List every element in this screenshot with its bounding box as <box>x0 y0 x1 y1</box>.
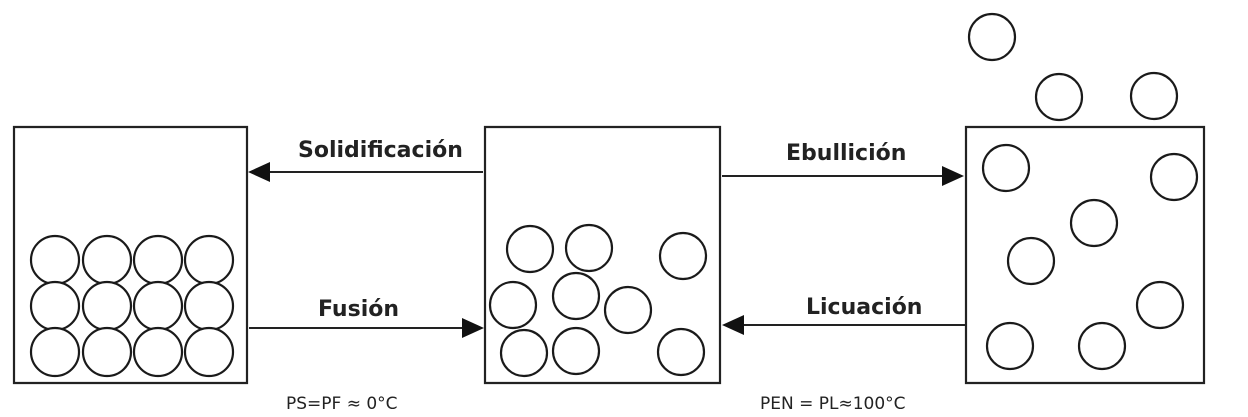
liquid-particle <box>499 328 549 378</box>
gas-particle <box>1069 198 1119 248</box>
fusion-arrow: Fusión <box>249 297 484 338</box>
liquid-particle <box>603 285 653 335</box>
solid-particle <box>81 326 133 378</box>
solid-particle <box>183 326 235 378</box>
solid-particle <box>132 234 184 286</box>
liquid-particle <box>658 231 708 281</box>
solid-particle <box>29 234 81 286</box>
gas-particles <box>967 12 1199 371</box>
solidificacion-label: Solidificación <box>298 138 463 163</box>
gas-particle <box>1135 280 1185 330</box>
gas-particle <box>967 12 1017 62</box>
liquid-particles <box>488 223 708 378</box>
fusion-label: Fusión <box>318 297 399 322</box>
gas-particle <box>1149 152 1199 202</box>
liquid-particle <box>551 326 601 376</box>
liquid-particle <box>564 223 614 273</box>
gas-beaker <box>964 12 1206 385</box>
gas-particle <box>985 321 1035 371</box>
liquid-particle <box>656 327 706 377</box>
gas-particle <box>981 143 1031 193</box>
solid-particle <box>183 280 235 332</box>
boiling-point-note: PEN = PL≈100°C <box>760 394 906 414</box>
liquid-particle <box>505 224 555 274</box>
solid-particle <box>132 326 184 378</box>
solid-particle <box>132 280 184 332</box>
gas-particle <box>1034 72 1084 122</box>
gas-particle <box>1129 71 1179 121</box>
fusion-point-note: PS=PF ≈ 0°C <box>286 394 398 414</box>
licuacion-label: Licuación <box>806 295 922 320</box>
solid-beaker <box>12 125 249 385</box>
gas-particle <box>1006 236 1056 286</box>
licuacion-arrow: Licuación <box>722 295 965 335</box>
gas-particle <box>1077 321 1127 371</box>
solidificacion-arrow: Solidificación <box>248 138 483 182</box>
solid-particles <box>29 234 235 378</box>
liquid-beaker <box>483 125 722 385</box>
liquid-particle <box>488 280 538 330</box>
solid-particle <box>81 234 133 286</box>
ebullicion-arrow: Ebullición <box>722 141 964 186</box>
liquid-particle <box>551 271 601 321</box>
solid-particle <box>29 326 81 378</box>
solid-particle <box>81 280 133 332</box>
solid-particle <box>183 234 235 286</box>
solid-particle <box>29 280 81 332</box>
ebullicion-label: Ebullición <box>786 141 906 166</box>
